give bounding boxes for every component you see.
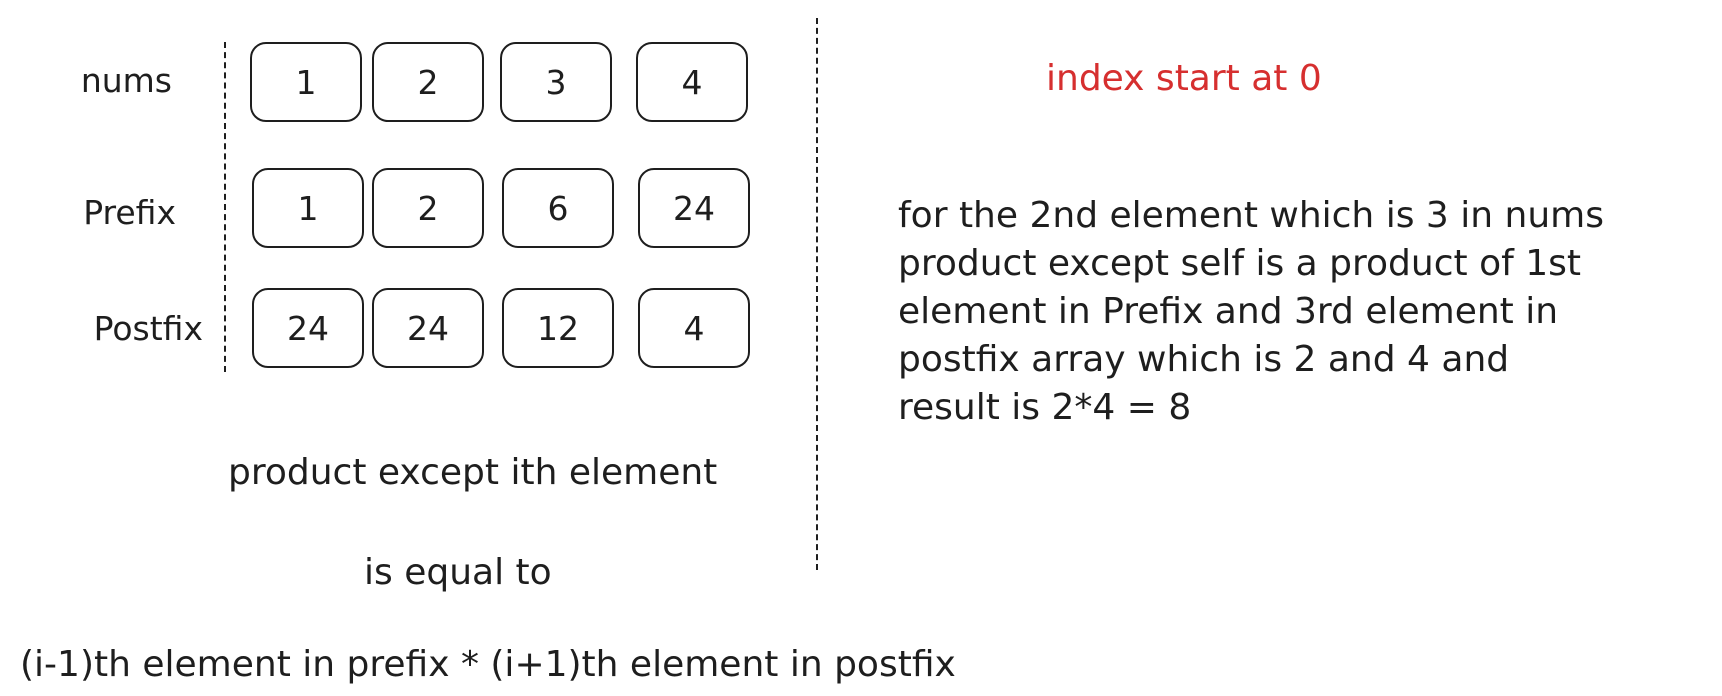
- example-note-line-4: postfix array which is 2 and 4 and: [898, 339, 1510, 380]
- prefix-cell-1: 2: [372, 168, 484, 248]
- postfix-cell-3: 4: [638, 288, 750, 368]
- rule-line-1: product except ith element: [228, 452, 718, 493]
- nums-cell-3: 4: [636, 42, 748, 122]
- example-note-line-5: result is 2*4 = 8: [898, 387, 1192, 428]
- row-label-postfix: Postfix: [93, 309, 203, 348]
- prefix-cell-3: 24: [638, 168, 750, 248]
- nums-cell-0: 1: [250, 42, 362, 122]
- prefix-cell-0: 1: [252, 168, 364, 248]
- rule-line-3: (i-1)th element in prefix * (i+1)th elem…: [20, 644, 956, 685]
- postfix-cell-2: 12: [502, 288, 614, 368]
- row-label-prefix: Prefix: [83, 193, 176, 232]
- index-note: index start at 0: [1046, 58, 1322, 99]
- example-note-line-2: product except self is a product of 1st: [898, 243, 1581, 284]
- row-label-nums: nums: [80, 61, 172, 100]
- postfix-cell-0: 24: [252, 288, 364, 368]
- postfix-cell-1: 24: [372, 288, 484, 368]
- right-dashed-divider: [816, 18, 818, 570]
- nums-cell-2: 3: [500, 42, 612, 122]
- nums-cell-1: 2: [372, 42, 484, 122]
- prefix-cell-2: 6: [502, 168, 614, 248]
- example-note-line-3: element in Prefix and 3rd element in: [898, 291, 1559, 332]
- example-note: for the 2nd element which is 3 in nums p…: [898, 192, 1604, 432]
- example-note-line-1: for the 2nd element which is 3 in nums: [898, 195, 1604, 236]
- rule-line-2: is equal to: [364, 552, 552, 593]
- left-dashed-divider: [224, 42, 226, 372]
